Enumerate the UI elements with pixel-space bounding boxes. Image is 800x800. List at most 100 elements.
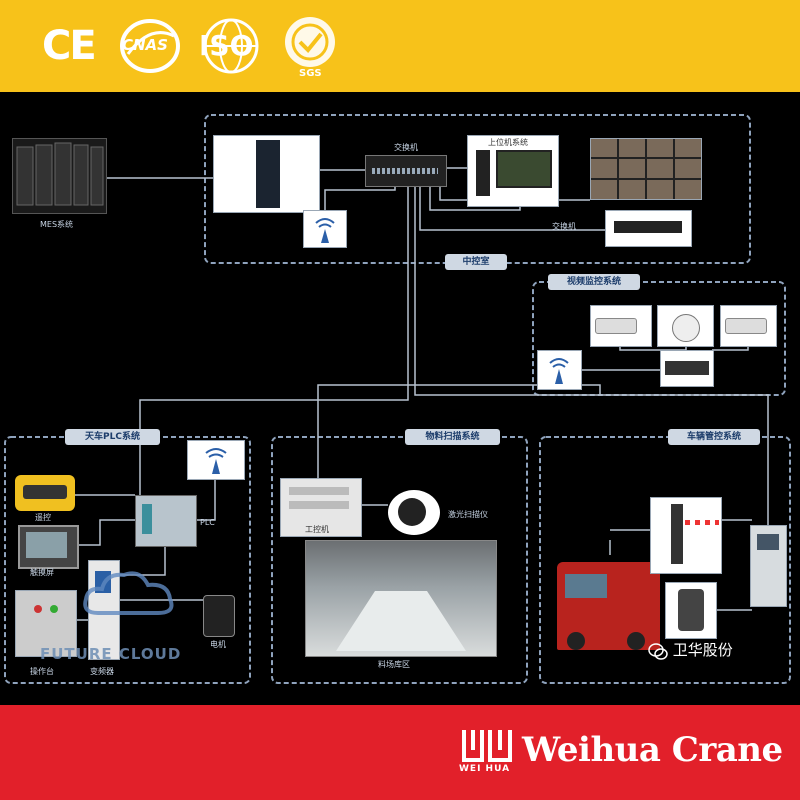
camera-icon [725, 318, 767, 334]
floor-icon [336, 591, 466, 651]
cnas-icon [120, 19, 180, 73]
truck [557, 562, 660, 650]
video-wifi-ap [537, 350, 582, 390]
certification-bar: CE CNAS ISO SGS [0, 0, 800, 92]
wifi-icon [315, 218, 335, 243]
host-computer [467, 135, 559, 207]
remote-control [15, 475, 75, 511]
laser-scanner-label: 激光扫描仪 [448, 510, 488, 519]
handheld-icon [678, 589, 704, 631]
console-label: 操作台 [30, 667, 54, 676]
control-room-pill: 中控室 [445, 254, 507, 270]
secondary-switch [605, 210, 692, 247]
pc-tower-icon [476, 150, 490, 196]
cabinet-icon [256, 140, 280, 208]
switch-icon [614, 221, 682, 233]
plc-label: PLC [200, 518, 215, 527]
plc-wifi-link [195, 478, 216, 521]
touch-screen-label: 触摸屏 [30, 568, 54, 577]
cloud-watermark-icon [83, 571, 174, 615]
nvr-icon [665, 361, 709, 375]
brand-bar [0, 705, 800, 800]
sgs-badge: SGS [279, 14, 341, 80]
video-system-frame [532, 281, 786, 396]
wechat-watermark: 卫华股份 [648, 640, 733, 660]
license-plate-gate [650, 497, 722, 574]
switch-right-label: 交换机 [552, 222, 576, 231]
server-rack-icon [16, 142, 104, 206]
scanner-lens-icon [398, 498, 426, 526]
cnas-badge: CNAS [118, 18, 182, 74]
material-scan-pill: 物料扫描系统 [405, 429, 500, 445]
plc-module-icon [142, 504, 152, 534]
motor-label: 电机 [210, 640, 226, 649]
dome-camera [657, 305, 714, 347]
vehicle-control-pill: 车辆管控系统 [668, 429, 760, 445]
inverter-label: 变频器 [90, 667, 114, 676]
plc-wifi-ap [187, 440, 245, 480]
touch-screen [18, 525, 79, 569]
wifi-icon [205, 448, 227, 474]
control-wifi-ap [303, 210, 347, 248]
console-button-icon [50, 605, 58, 613]
switch-top-label: 交换机 [394, 143, 418, 152]
data-cabinet [213, 135, 320, 213]
camera-icon [595, 318, 637, 334]
remote-label: 遥控 [35, 513, 51, 522]
nvr-recorder [660, 350, 714, 387]
barrier-arm-icon [685, 520, 719, 525]
yard-photo [305, 540, 497, 657]
dome-camera-icon [672, 314, 700, 342]
sgs-check-icon [285, 17, 335, 67]
iso-badge: ISO [196, 18, 266, 74]
monitor-icon [496, 150, 552, 188]
ipc-slot-icon [289, 501, 349, 509]
core-switch [365, 155, 447, 187]
kiosk-screen-icon [757, 534, 779, 550]
truck-wheel-icon [567, 632, 585, 650]
iso-globe-icon [203, 18, 259, 74]
ipc-slot-icon [289, 487, 349, 495]
switch-switch2-link [419, 185, 605, 231]
bullet-camera-1 [590, 305, 652, 347]
vehicle-control-frame [539, 436, 791, 684]
wifi-switch-link [324, 185, 396, 210]
yard-label: 料场库区 [378, 660, 410, 669]
operation-console [15, 590, 77, 657]
ipc-label: 工控机 [305, 525, 329, 534]
mes-label: MES系统 [40, 220, 74, 229]
remote-icon [23, 485, 67, 499]
future-cloud-watermark: FUTURE CLOUD [40, 645, 182, 663]
logo-subtext: WEI HUA [459, 764, 511, 774]
handheld-terminal [665, 582, 717, 639]
trunk-scan-link [317, 185, 409, 478]
weihua-logo-icon [462, 730, 512, 762]
plc-controller [135, 495, 197, 547]
host-system-label: 上位机系统 [488, 138, 528, 147]
trunk-video-link [408, 384, 601, 395]
gate-post-icon [671, 504, 683, 564]
wechat-account: 卫华股份 [672, 641, 733, 659]
touch-screen-icon [26, 532, 67, 558]
laser-scanner [388, 490, 440, 535]
mes-server-rack [12, 138, 107, 214]
motor [203, 595, 235, 637]
wifi-icon [549, 358, 569, 384]
iso-text: ISO [199, 29, 254, 62]
material-scan-frame [271, 436, 528, 684]
truck-wheel-icon [627, 632, 645, 650]
sgs-text: SGS [299, 68, 322, 79]
truck-window-icon [565, 574, 607, 598]
console-button-icon [34, 605, 42, 613]
ce-mark: CE [42, 23, 97, 69]
crane-plc-pill: 天车PLC系统 [65, 429, 160, 445]
video-wall [590, 138, 702, 200]
trunk-vehicle-link [414, 185, 769, 525]
screen-grid-icon [591, 139, 701, 199]
brand-name: Weihua Crane [522, 730, 783, 770]
switch-ports-icon [372, 168, 438, 174]
cnas-text: CNAS [122, 36, 168, 54]
bullet-camera-2 [720, 305, 777, 347]
industrial-pc [280, 478, 362, 537]
